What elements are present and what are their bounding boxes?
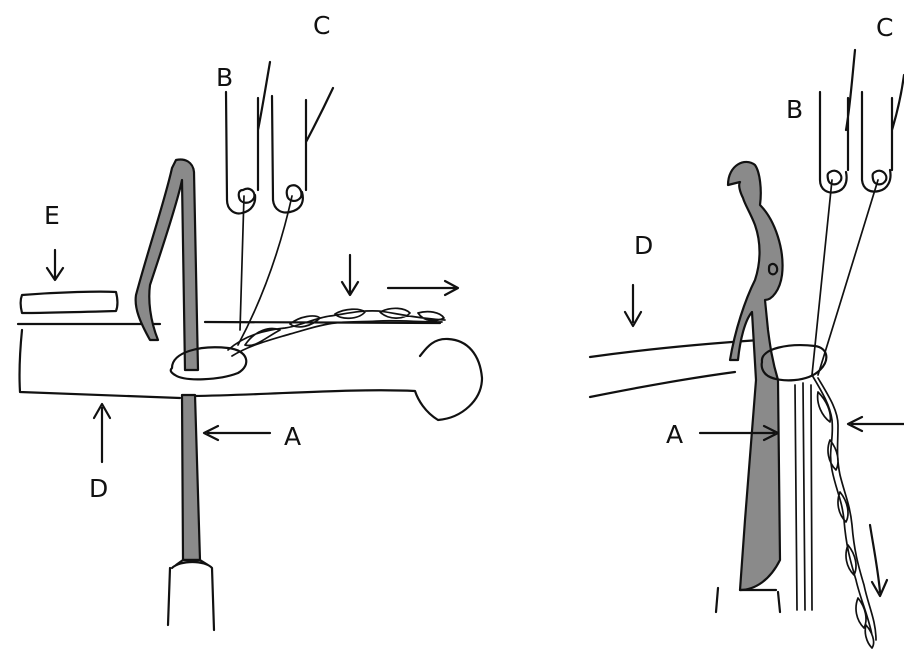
label-D-left: D — [89, 474, 108, 503]
arrow-right-left — [388, 281, 458, 295]
right-chain-stitch — [812, 375, 876, 648]
arrow-A-left — [204, 426, 270, 440]
right-guides — [820, 50, 904, 193]
right-hook-handle — [716, 588, 780, 612]
arrow-E — [47, 250, 63, 280]
arrow-D-left — [94, 404, 110, 462]
label-C-right: C — [876, 13, 893, 42]
label-A-left: A — [284, 422, 301, 451]
arrow-D-right — [625, 285, 641, 326]
label-A-right: A — [666, 420, 683, 449]
left-hook — [136, 160, 198, 371]
label-E: E — [44, 201, 60, 230]
arrow-left-right — [848, 417, 904, 431]
label-C-left: C — [313, 11, 330, 40]
left-hook-shank — [182, 395, 200, 560]
presser-foot — [21, 292, 118, 313]
arrow-down-right — [870, 525, 887, 596]
right-hook — [728, 162, 783, 590]
right-threads — [812, 180, 878, 375]
right-fabric-folds — [795, 383, 812, 610]
left-hook-handle — [168, 560, 214, 630]
left-chain-stitch — [228, 308, 445, 356]
left-guides — [226, 62, 333, 213]
arrow-down-left — [342, 255, 358, 295]
label-B-right: B — [786, 95, 803, 124]
label-D-right: D — [634, 231, 653, 260]
left-loop — [171, 347, 247, 379]
arrow-A-right — [700, 426, 778, 440]
label-B-left: B — [216, 63, 233, 92]
left-figure: C B E A D — [18, 11, 482, 630]
right-figure: C B D A — [590, 13, 904, 648]
